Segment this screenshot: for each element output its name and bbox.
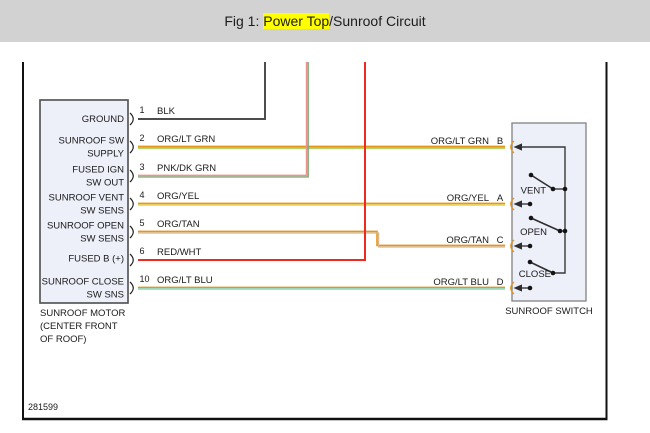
motor-pin-number: 1 bbox=[140, 105, 145, 115]
motor-wire-label: BLK bbox=[157, 106, 176, 117]
motor-pin-number: 4 bbox=[140, 190, 145, 200]
switch-pin-bracket bbox=[510, 281, 515, 295]
motor-pin-label: SUNROOF VENT bbox=[49, 193, 125, 204]
contact-dot bbox=[527, 243, 533, 249]
motor-pin-bracket bbox=[129, 169, 134, 183]
switch-pin-letter: D bbox=[497, 277, 504, 288]
wire-org-yel bbox=[138, 202, 505, 206]
contact-dot bbox=[550, 186, 556, 192]
switch-pin-letter: C bbox=[497, 235, 504, 246]
frame bbox=[22, 62, 608, 421]
switch-pin-letter: A bbox=[497, 193, 504, 204]
motor-pin-number: 2 bbox=[140, 133, 145, 143]
motor-wire-label: ORG/YEL bbox=[157, 191, 199, 202]
motor-pin-label: SUPPLY bbox=[87, 149, 124, 160]
sunroof-motor-connector: 1 2 3 4 5 6 10 BLK ORG/LT GRN PNK/DK GRN… bbox=[39, 99, 216, 345]
motor-pin-bracket bbox=[129, 281, 134, 295]
contact-dot bbox=[527, 285, 533, 291]
wires bbox=[138, 62, 505, 290]
switch-close: CLOSE bbox=[519, 259, 556, 291]
switch-blade bbox=[530, 217, 561, 232]
motor-pin-label: SW OUT bbox=[86, 178, 124, 189]
switch-pin-bracket bbox=[510, 140, 515, 154]
diagram-code: 281599 bbox=[28, 402, 58, 412]
motor-caption-line: SUNROOF MOTOR bbox=[40, 308, 125, 319]
switch-bus-line bbox=[521, 146, 566, 274]
title-suffix: /Sunroof Circuit bbox=[329, 13, 426, 29]
motor-pin-number: 3 bbox=[140, 162, 145, 172]
wire-org-lt-grn bbox=[138, 145, 505, 149]
contact-dot bbox=[550, 270, 556, 276]
motor-pin-label: SW SENS bbox=[80, 234, 124, 245]
motor-pin-bracket bbox=[129, 225, 134, 239]
connector-arrow bbox=[513, 200, 522, 208]
motor-wire-label: ORG/LT BLU bbox=[157, 275, 213, 286]
switch-vent: VENT bbox=[521, 172, 568, 207]
motor-pin-brackets bbox=[129, 112, 134, 295]
motor-pin-label: SW SNS bbox=[87, 290, 124, 301]
motor-pin-label: FUSED IGN bbox=[72, 165, 124, 176]
connector-arrow bbox=[513, 242, 522, 250]
switch-position-label: OPEN bbox=[520, 227, 547, 238]
figure-title-bar: Fig 1: Power Top/Sunroof Circuit bbox=[0, 0, 650, 42]
motor-pin-number: 6 bbox=[140, 246, 145, 256]
switch-pin-brackets bbox=[510, 140, 515, 295]
connector-arrow bbox=[513, 284, 522, 292]
connector-arrow bbox=[513, 143, 522, 151]
wire-red-wht bbox=[138, 62, 366, 261]
switch-pin-bracket bbox=[510, 197, 515, 211]
title-prefix: Fig 1: bbox=[224, 13, 264, 29]
motor-pin-label: SW SENS bbox=[80, 206, 124, 217]
sunroof-motor-box bbox=[39, 99, 129, 304]
motor-pin-bracket bbox=[129, 112, 134, 126]
motor-pin-label: FUSED B (+) bbox=[68, 254, 124, 265]
switch-pin-bracket bbox=[510, 239, 515, 253]
switch-wire-label: ORG/LT GRN bbox=[431, 136, 489, 147]
motor-wire-label: PNK/DK GRN bbox=[157, 163, 216, 174]
motor-pin-number: 5 bbox=[140, 218, 145, 228]
contact-dot bbox=[557, 228, 563, 234]
motor-pin-number: 10 bbox=[140, 274, 150, 284]
contact-dot bbox=[562, 228, 568, 234]
motor-pin-label: SUNROOF SW bbox=[59, 136, 124, 147]
motor-wire-label: RED/WHT bbox=[157, 247, 202, 258]
switch-position-label: VENT bbox=[521, 186, 547, 197]
contact-dot bbox=[527, 259, 533, 265]
switch-position-label: CLOSE bbox=[519, 269, 551, 280]
switch-wire-label: ORG/TAN bbox=[446, 235, 489, 246]
switch-wire-label: ORG/LT BLU bbox=[433, 277, 489, 288]
wire-org-lt-blu bbox=[138, 286, 505, 290]
sunroof-switch: VENT OPEN CLOSE B A bbox=[431, 122, 593, 317]
motor-pin-bracket bbox=[129, 253, 134, 267]
wire-org-tan bbox=[138, 230, 505, 248]
motor-pin-label: SUNROOF CLOSE bbox=[42, 277, 124, 288]
switch-pin-letter: B bbox=[497, 136, 503, 147]
motor-pin-bracket bbox=[129, 197, 134, 211]
contact-dot bbox=[528, 172, 534, 178]
figure-title: Fig 1: Power Top/Sunroof Circuit bbox=[224, 13, 426, 29]
contact-dot bbox=[528, 215, 534, 221]
motor-wire-label: ORG/TAN bbox=[157, 219, 200, 230]
motor-pin-label: GROUND bbox=[82, 114, 124, 125]
motor-caption-line: (CENTER FRONT bbox=[40, 321, 118, 332]
motor-caption-line: OF ROOF) bbox=[40, 334, 86, 345]
switch-caption: SUNROOF SWITCH bbox=[505, 306, 593, 317]
motor-wire-label: ORG/LT GRN bbox=[157, 134, 215, 145]
motor-pin-label: SUNROOF OPEN bbox=[47, 221, 124, 232]
contact-dot bbox=[562, 186, 568, 192]
switch-blade bbox=[530, 174, 554, 190]
wire-pnk-dk-grn bbox=[138, 62, 309, 178]
motor-pin-bracket bbox=[129, 140, 134, 154]
wire-blk bbox=[138, 62, 266, 120]
switch-blade bbox=[529, 261, 554, 274]
switch-open: OPEN bbox=[520, 215, 568, 249]
contact-dot bbox=[527, 201, 533, 207]
title-highlight: Power Top bbox=[263, 13, 330, 29]
switch-wire-label: ORG/YEL bbox=[447, 193, 489, 204]
